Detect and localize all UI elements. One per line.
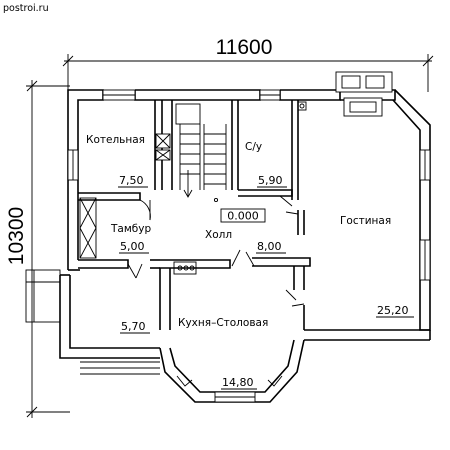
room-name-vestibule: Тамбур: [110, 223, 151, 235]
porch-steps: [25, 269, 160, 375]
doors: [127, 195, 305, 307]
staircase: [175, 103, 227, 203]
level-mark-value: 0.000: [227, 210, 259, 223]
room-labels: Котельная 7,50 С/у 5,90 Тамбур 5,00 Холл…: [86, 134, 414, 390]
height-dimension: 10300: [5, 80, 70, 418]
wc-fixtures: [297, 101, 307, 111]
room-name-boiler: Котельная: [86, 134, 145, 146]
room-name-living: Гостиная: [340, 215, 391, 227]
vestibule-closet: [79, 197, 97, 259]
watermark: postroi.ru: [3, 3, 49, 14]
room-area-porch: 5,70: [121, 320, 146, 333]
room-area-wc: 5,90: [258, 174, 283, 187]
height-dimension-label: 10300: [5, 207, 28, 265]
room-name-kitchen: Кухня–Столовая: [178, 317, 268, 329]
room-area-living: 25,20: [377, 304, 409, 317]
room-area-vestibule: 5,00: [120, 240, 145, 253]
windows: [67, 89, 431, 403]
room-name-hall: Холл: [205, 229, 232, 241]
boiler-unit: [155, 133, 171, 161]
width-dimension: 11600: [62, 36, 434, 92]
room-area-hall: 8,00: [257, 240, 282, 253]
interior-walls: [78, 100, 311, 330]
fireplace: [335, 71, 393, 117]
level-mark: 0.000: [220, 208, 266, 223]
room-area-boiler: 7,50: [119, 174, 144, 187]
room-name-wc: С/у: [245, 141, 262, 153]
kitchen-stove: [173, 261, 197, 275]
room-area-kitchen: 14,80: [222, 376, 254, 389]
width-dimension-label: 11600: [216, 36, 273, 59]
